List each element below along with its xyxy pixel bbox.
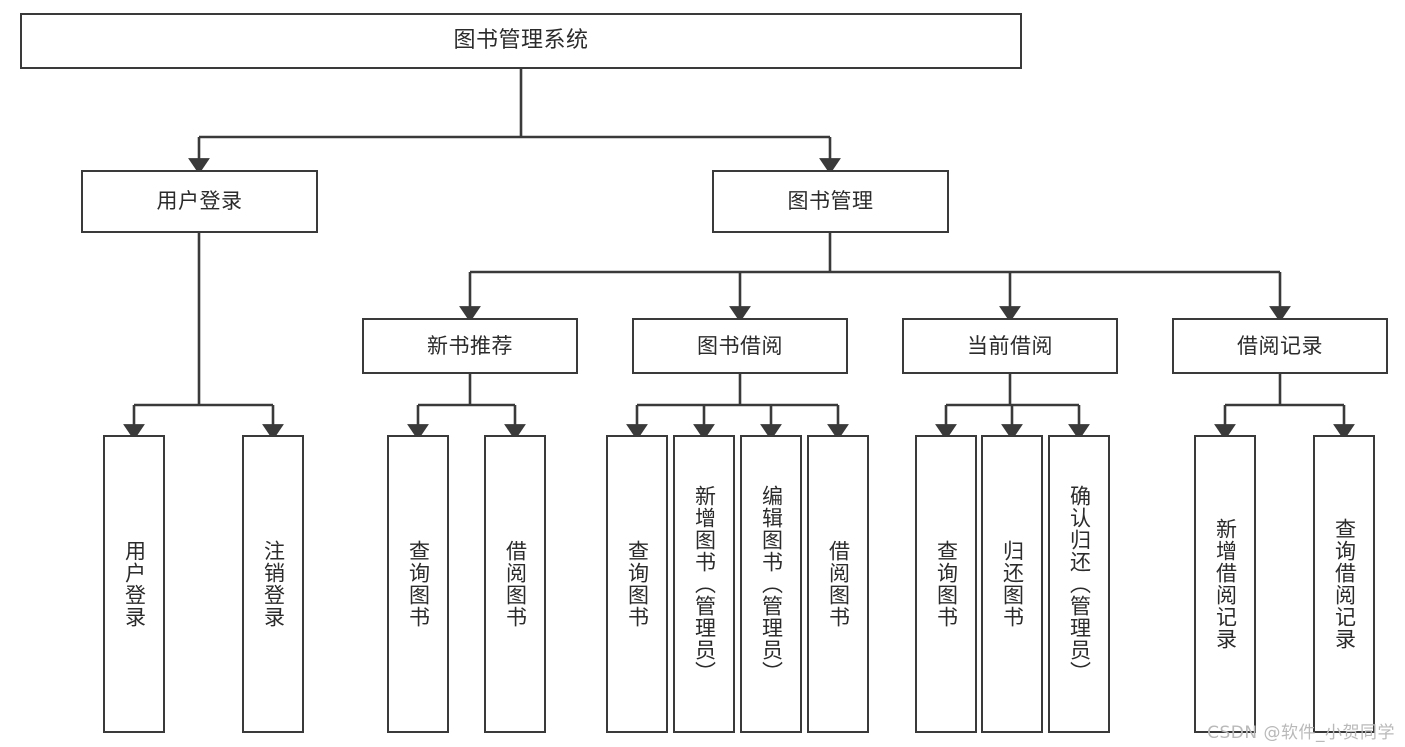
node-label: 注销登录 [261,540,286,628]
node-label: 图书管理系统 [453,28,589,54]
node-label: 查询借阅记录 [1332,518,1357,650]
node-label: 图书借阅 [697,333,783,358]
node-new-book-rec[interactable]: 新书推荐 [362,318,578,374]
node-label: 归还图书 [1000,540,1025,628]
node-label: 借阅记录 [1237,333,1323,358]
node-leaf-return-book[interactable]: 归还图书 [981,435,1043,733]
node-label: 查询图书 [406,540,431,628]
node-label: 借阅图书 [503,540,528,628]
csdn-watermark: CSDN @软件_小贺同学 [1207,723,1395,743]
node-leaf-query-book-1[interactable]: 查询图书 [387,435,449,733]
node-book-manage[interactable]: 图书管理 [712,170,949,233]
node-label: 新书推荐 [427,333,513,358]
node-label: 确认归还（管理员） [1067,485,1092,683]
node-label: 图书管理 [787,189,874,214]
node-leaf-query-book-2[interactable]: 查询图书 [606,435,668,733]
node-root-system[interactable]: 图书管理系统 [20,13,1022,69]
node-label: 当前借阅 [967,333,1053,358]
node-leaf-user-login[interactable]: 用户登录 [103,435,165,733]
node-leaf-add-record[interactable]: 新增借阅记录 [1194,435,1256,733]
node-label: 编辑图书（管理员） [759,485,784,683]
node-label: 新增图书（管理员） [692,485,717,683]
node-label: 用户登录 [156,189,243,214]
node-leaf-query-book-3[interactable]: 查询图书 [915,435,977,733]
node-user-login[interactable]: 用户登录 [81,170,318,233]
node-leaf-edit-book[interactable]: 编辑图书（管理员） [740,435,802,733]
node-leaf-logout[interactable]: 注销登录 [242,435,304,733]
node-leaf-query-record[interactable]: 查询借阅记录 [1313,435,1375,733]
node-label: 查询图书 [934,540,959,628]
node-label: 借阅图书 [826,540,851,628]
node-label: 用户登录 [122,540,147,628]
node-book-borrow[interactable]: 图书借阅 [632,318,848,374]
node-leaf-add-book[interactable]: 新增图书（管理员） [673,435,735,733]
node-leaf-confirm-return[interactable]: 确认归还（管理员） [1048,435,1110,733]
node-label: 查询图书 [625,540,650,628]
node-borrow-record[interactable]: 借阅记录 [1172,318,1388,374]
node-label: 新增借阅记录 [1213,518,1238,650]
node-current-borrow[interactable]: 当前借阅 [902,318,1118,374]
node-leaf-borrow-book-2[interactable]: 借阅图书 [807,435,869,733]
node-leaf-borrow-book-1[interactable]: 借阅图书 [484,435,546,733]
